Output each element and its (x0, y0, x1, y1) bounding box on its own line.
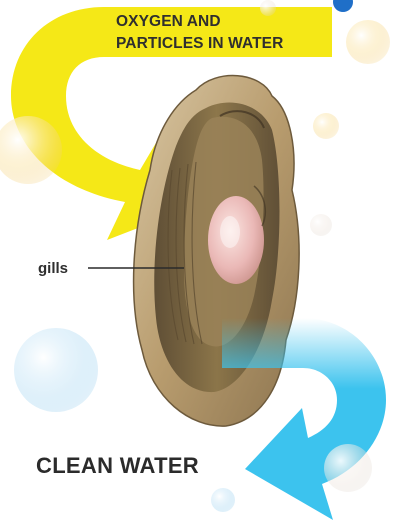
intake-label: OXYGEN AND PARTICLES IN WATER (116, 11, 346, 55)
bubble (324, 444, 372, 492)
gills-label: gills (38, 260, 68, 277)
clean-water-label: CLEAN WATER (36, 453, 199, 479)
bubble (14, 328, 98, 412)
oyster-illustration (134, 76, 300, 427)
bubble (313, 113, 339, 139)
bubble (310, 214, 332, 236)
bubble (211, 488, 235, 512)
bubble (346, 20, 390, 64)
intake-label-line-2: PARTICLES IN WATER (116, 33, 346, 55)
intake-label-line-1: OXYGEN AND (116, 11, 346, 33)
